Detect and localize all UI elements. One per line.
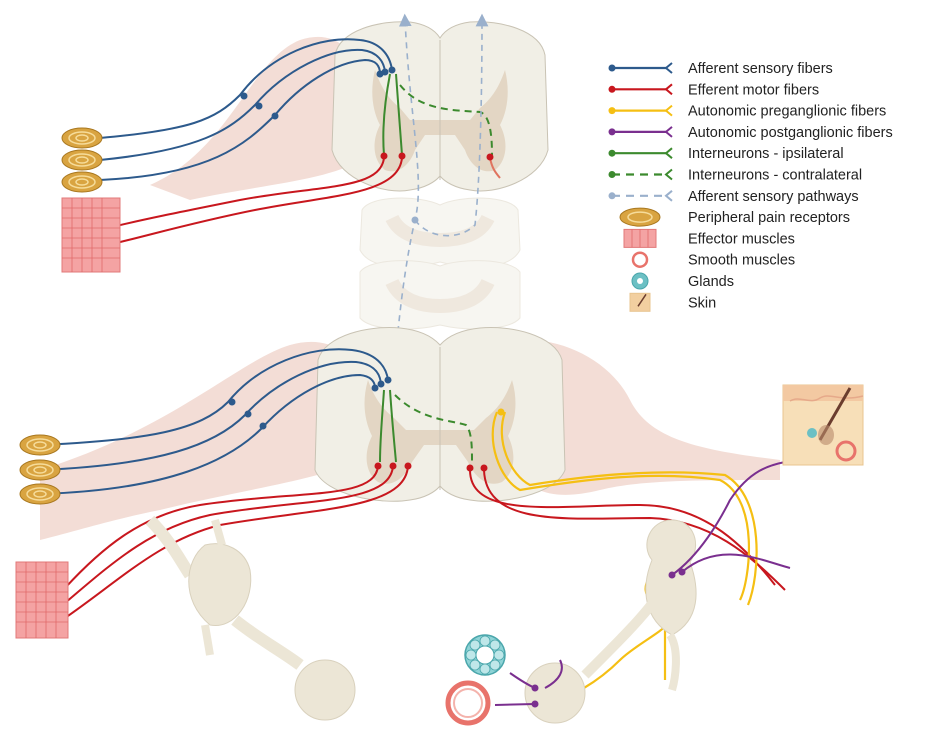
- legend-item: Interneurons - contralateral: [608, 168, 862, 184]
- legend-item: Smooth muscles: [631, 251, 795, 269]
- legend-label: Interneurons - contralateral: [688, 168, 862, 184]
- line-fiber-icon: [608, 104, 673, 117]
- upper-nerve-root: [150, 36, 360, 200]
- line-fiber-icon: [608, 126, 673, 138]
- line-fiber-icon: [608, 168, 673, 181]
- postganglionic-fibers: [494, 461, 791, 706]
- legend-label: Autonomic preganglionic fibers: [688, 104, 886, 120]
- legend-label: Efferent motor fibers: [688, 82, 819, 98]
- legend-label: Afferent sensory fibers: [688, 61, 833, 77]
- legend-label: Afferent sensory pathways: [688, 189, 859, 205]
- pain-receptor-icon: [619, 207, 661, 227]
- smooth-muscle-icon: [631, 251, 649, 268]
- smooth-muscle-ring: [445, 680, 491, 726]
- legend-item: Autonomic preganglionic fibers: [608, 104, 886, 120]
- lower-spinal-segment: [15, 327, 864, 726]
- pathway-node: [411, 216, 419, 224]
- line-fiber-icon: [608, 62, 673, 74]
- legend-item: Skin: [629, 292, 716, 312]
- lower-afferent-fibers: [39, 348, 389, 495]
- legend-item: Autonomic postganglionic fibers: [608, 125, 893, 141]
- line-fiber-icon: [608, 190, 673, 202]
- legend-item: Peripheral pain receptors: [619, 207, 850, 227]
- gland-cluster: [464, 634, 506, 676]
- legend-item: Afferent sensory fibers: [608, 61, 833, 77]
- upper-effector-muscle: [61, 197, 121, 273]
- postganglionic-nodes: [531, 568, 686, 708]
- preganglionic-nodes: [497, 408, 505, 416]
- legend-item: Glands: [631, 272, 734, 290]
- sympathetic-chain-left: [145, 515, 356, 721]
- skin-icon: [629, 292, 651, 312]
- legend-label: Interneurons - ipsilateral: [688, 146, 844, 162]
- lower-pain-receptors: [19, 434, 61, 505]
- prevertebral-ganglion: [524, 596, 659, 724]
- line-fiber-icon: [608, 83, 673, 96]
- legend-item: Effector muscles: [623, 228, 795, 248]
- legend-label: Peripheral pain receptors: [688, 210, 850, 226]
- line-fiber-icon: [608, 147, 673, 159]
- legend-item: Afferent sensory pathways: [608, 189, 859, 205]
- gland-icon: [631, 272, 649, 290]
- lower-nerve-root-right: [510, 339, 780, 495]
- legend-label: Glands: [688, 274, 734, 290]
- legend-item: Interneurons - ipsilateral: [608, 146, 844, 162]
- legend-label: Smooth muscles: [688, 253, 795, 269]
- upper-afferent-fibers: [99, 38, 393, 181]
- lower-nerve-root-left: [40, 341, 360, 540]
- upper-interneurons: [382, 73, 493, 156]
- upper-afferent-nodes: [240, 66, 396, 120]
- skin-panel: [782, 384, 864, 466]
- effector-muscle-icon: [623, 228, 657, 248]
- legend-item: Efferent motor fibers: [608, 82, 819, 98]
- lower-effector-muscle: [15, 561, 69, 639]
- lower-afferent-nodes: [228, 376, 392, 430]
- lower-efferent-nodes-right: [466, 464, 488, 472]
- legend-label: Autonomic postganglionic fibers: [688, 125, 893, 141]
- upper-pain-receptors: [61, 127, 103, 193]
- middle-faded-segments: [359, 197, 521, 330]
- legend-label: Effector muscles: [688, 231, 795, 247]
- legend-label: Skin: [688, 295, 716, 311]
- upper-spinal-segment: [61, 21, 549, 273]
- lower-interneurons: [379, 389, 473, 463]
